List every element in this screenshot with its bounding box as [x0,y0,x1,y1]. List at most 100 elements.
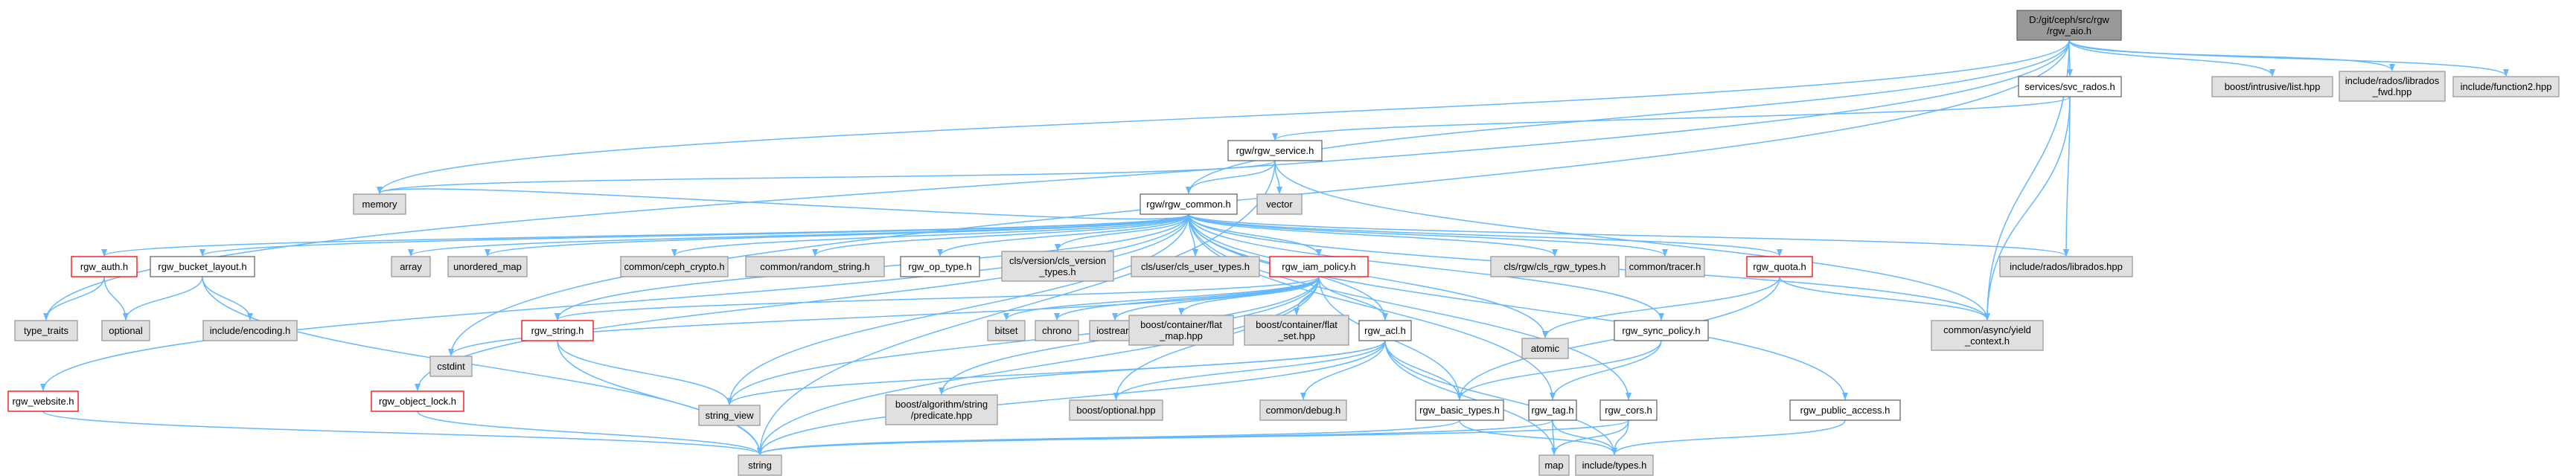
edge-rgw_acl-to-common_debug [1300,340,1386,400]
node-label: include/rados/librados.hpp [2010,261,2123,272]
node-librados[interactable]: include/rados/librados.hpp [1999,256,2133,277]
edge-rgw_iam_policy-to-chrono [1054,276,1320,321]
node-array[interactable]: array [391,256,431,277]
node-rgw-common[interactable]: rgw/rgw_common.h [1140,193,1238,215]
edge-rgw_aio-to-librados_fwd [2068,39,2395,71]
edge-rgw_aio-to-rgw_common [1186,39,2070,194]
node-tracer[interactable]: common/tracer.h [1625,256,1705,277]
node-label: _map.hpp [1159,330,1203,341]
node-type-traits[interactable]: type_traits [14,320,78,341]
node-cstdint[interactable]: cstdint [429,356,473,377]
node-box [620,256,729,277]
node-ceph-crypto[interactable]: common/ceph_crypto.h [620,256,729,277]
node-box [1599,399,1658,421]
node-label: bitset [994,325,1017,336]
edge-rgw_common-to-rgw_quota [1188,213,1783,257]
edge-rgw_common-to-cls_version [1055,213,1189,251]
node-label: boost/algorithm/string [895,399,988,410]
node-box [1575,454,1654,476]
node-rgw-iam-policy[interactable]: rgw_iam_policy.h [1269,256,1369,277]
edge-rgw_service-to-string [757,160,1276,455]
node-random-string[interactable]: common/random_string.h [745,256,885,277]
node-box [1140,193,1238,215]
node-optional[interactable]: optional [101,320,150,341]
node-rgw-website[interactable]: rgw_website.h [7,390,79,412]
node-rgw-op-type[interactable]: rgw_op_type.h [900,256,980,277]
node-box [2339,71,2446,102]
edge-rgw_common-to-ceph_crypto [671,213,1189,257]
node-box [101,320,150,341]
node-rgw-acl[interactable]: rgw_acl.h [1358,320,1412,341]
edge-rgw_tag-to-include_types [1552,419,1617,455]
edge-rgw_acl-to-rgw_basic_types [1384,340,1463,400]
node-label: include/rados/librados [2345,75,2440,86]
node-cls-user[interactable]: cls/user/cls_user_types.h [1131,256,1260,277]
node-rgw-auth[interactable]: rgw_auth.h [71,256,138,277]
node-label: optional [109,325,143,336]
node-cls-version[interactable]: cls/version/cls_version_types.h [1001,251,1114,282]
node-label: rgw_bucket_layout.h [158,261,246,272]
edge-rgw_common-to-rgw_cors [1188,213,1631,400]
node-common-debug[interactable]: common/debug.h [1259,399,1347,421]
node-intrusive[interactable]: boost/intrusive/list.hpp [2211,76,2333,97]
node-rgw-service[interactable]: rgw/rgw_service.h [1227,140,1323,161]
node-label: rgw/rgw_service.h [1236,145,1314,156]
node-svc-rados[interactable]: services/svc_rados.h [2018,76,2122,97]
node-rgw-tag[interactable]: rgw_tag.h [1528,399,1577,421]
node-bitset[interactable]: bitset [987,320,1026,341]
node-box [2452,76,2560,97]
node-include-types[interactable]: include/types.h [1575,454,1654,476]
edge-rgw_common-to-rgw_bucket_layout [199,213,1189,257]
node-box [1931,320,2044,351]
node-boost-optional[interactable]: boost/optional.hpp [1069,399,1163,421]
node-rgw-object-lock[interactable]: rgw_object_lock.h [371,390,464,412]
edge-rgw_auth-to-type_traits [43,276,105,321]
node-vector[interactable]: vector [1256,193,1303,215]
node-box [353,193,406,215]
node-box [1415,399,1504,421]
node-box [885,394,998,425]
edge-rgw_object_lock-to-string [417,411,763,455]
node-rgw-sync-policy[interactable]: rgw_sync_policy.h [1614,320,1709,341]
edge-rgw_service-to-memory [377,160,1276,194]
node-include-encoding[interactable]: include/encoding.h [202,320,298,341]
node-box [447,256,528,277]
node-label: _set.hpp [1277,330,1315,341]
node-yield-context[interactable]: common/async/yield_context.h [1931,320,2044,351]
node-cls-rgw-types[interactable]: cls/rgw/cls_rgw_types.h [1490,256,1620,277]
node-map[interactable]: map [1538,454,1570,476]
node-string-view[interactable]: string_view [698,405,761,426]
node-rgw-basic-types[interactable]: rgw_basic_types.h [1415,399,1504,421]
node-rgw-public-access[interactable]: rgw_public_access.h [1789,399,1901,421]
node-predicate[interactable]: boost/algorithm/string/predicate.hpp [885,394,998,425]
node-box [71,256,138,277]
node-rgw-bucket-layout[interactable]: rgw_bucket_layout.h [150,256,255,277]
node-label: rgw_string.h [531,325,584,336]
node-rgw-quota[interactable]: rgw_quota.h [1746,256,1813,277]
node-rgw-string[interactable]: rgw_string.h [521,320,594,341]
node-librados-fwd[interactable]: include/rados/librados_fwd.hpp [2339,71,2446,102]
node-rgw-aio[interactable]: D:/git/ceph/src/rgw/rgw_aio.h [2016,10,2122,41]
node-chrono[interactable]: chrono [1035,320,1079,341]
edge-rgw_common-to-random_string [812,213,1189,257]
node-label: common/async/yield [1943,324,2031,335]
edge-svc_rados-to-librados [2063,96,2071,257]
node-box [1746,256,1813,277]
node-flat-set[interactable]: boost/container/flat_set.hpp [1244,315,1349,346]
node-string[interactable]: string [738,454,782,476]
node-atomic[interactable]: atomic [1521,338,1569,359]
node-flat-map[interactable]: boost/container/flat_map.hpp [1128,315,1234,346]
node-label: cls/version/cls_version [1009,255,1106,266]
node-function2[interactable]: include/function2.hpp [2452,76,2560,97]
node-label: iostream [1096,325,1134,336]
node-label: common/ceph_crypto.h [624,261,724,272]
node-unordered-map[interactable]: unordered_map [447,256,528,277]
edge-rgw_sync_policy-to-rgw_tag [1550,340,1662,400]
edge-rgw_quota-to-yield_context [1779,276,1990,321]
edge-rgw_tag-to-string [757,419,1553,455]
node-label: D:/git/ceph/src/rgw [2029,14,2109,25]
node-label: array [400,261,422,272]
node-label: chrono [1042,325,1072,336]
node-rgw-cors[interactable]: rgw_cors.h [1599,399,1658,421]
node-memory[interactable]: memory [353,193,406,215]
